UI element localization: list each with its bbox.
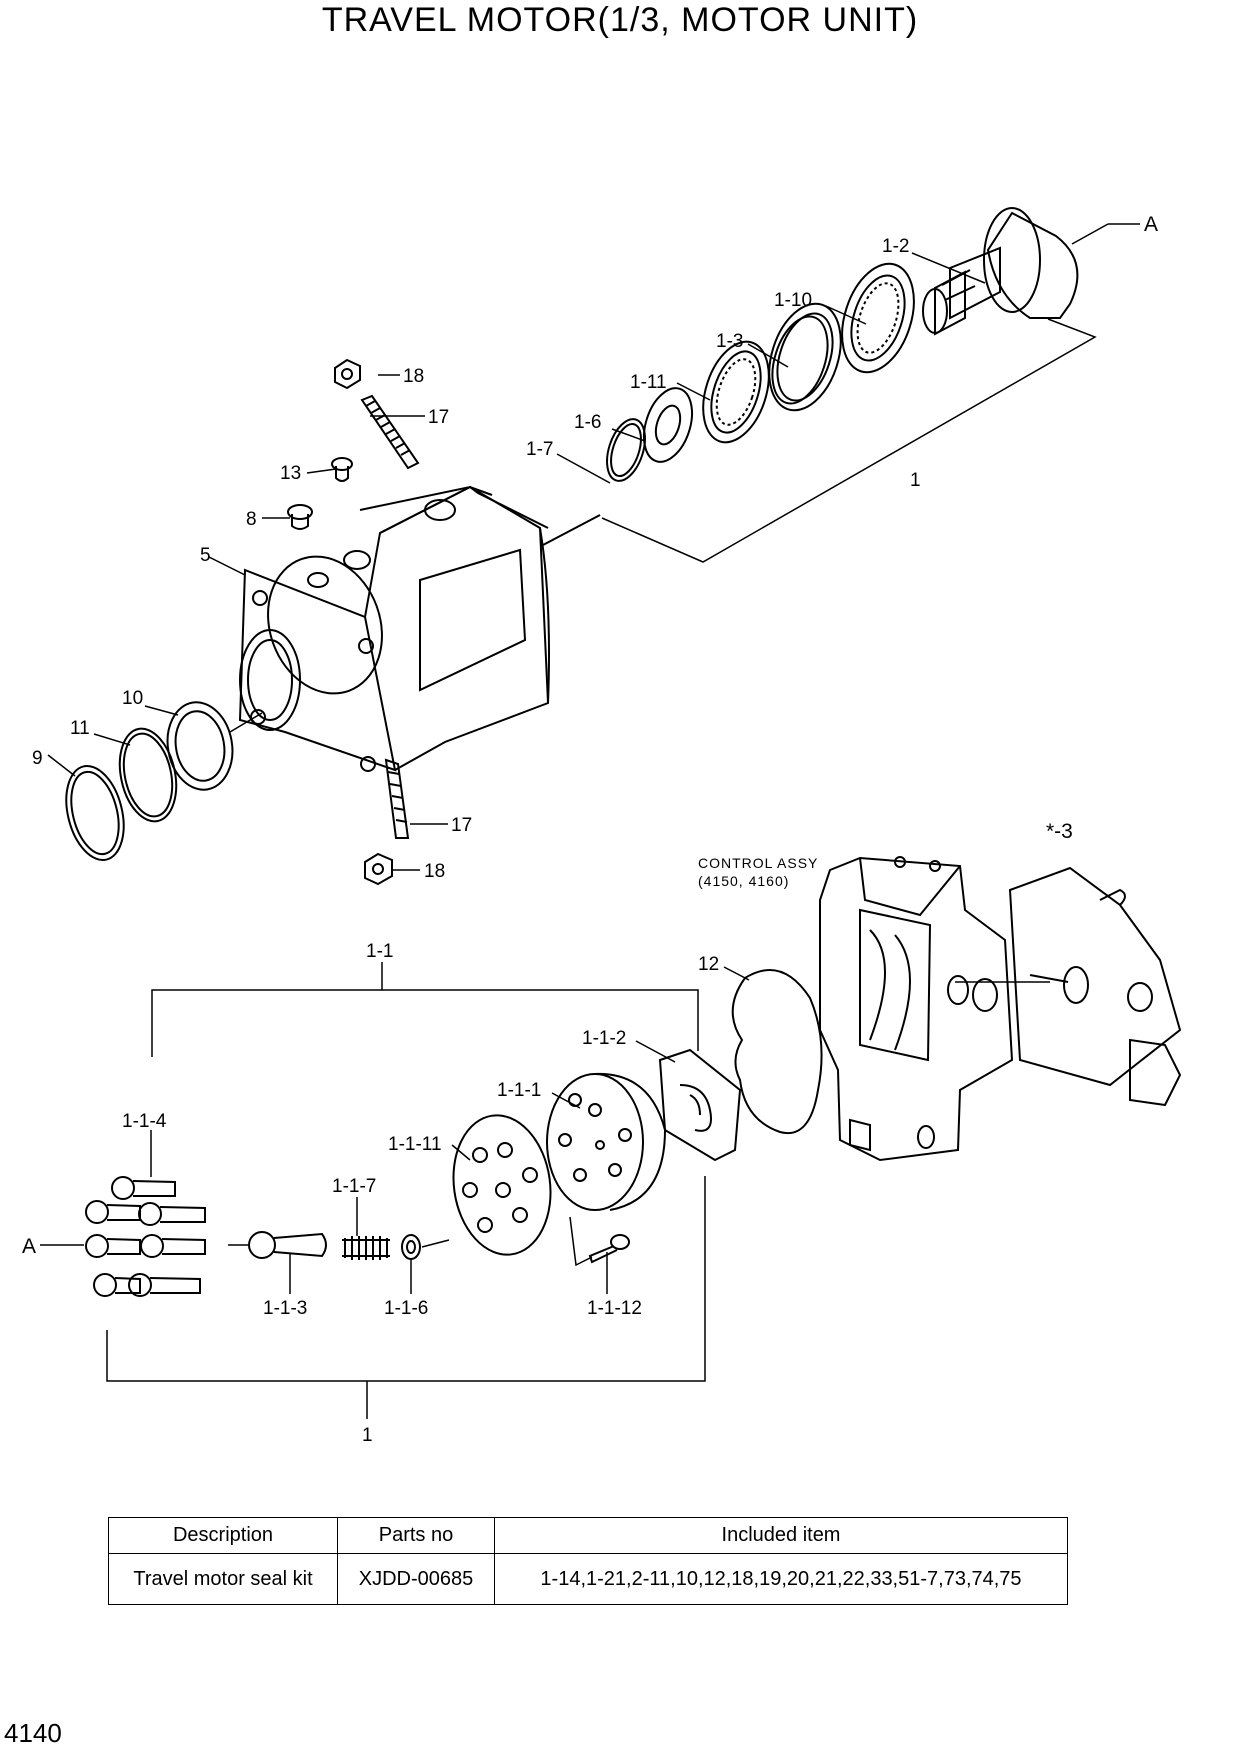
stud-bolt-part <box>384 758 410 839</box>
callout-1-1: 1-1 <box>366 941 393 962</box>
callout-11: 11 <box>70 718 90 739</box>
callout-1-1-1: 1-1-1 <box>497 1080 541 1101</box>
motor-housing-part <box>238 485 601 772</box>
callout-1-6: 1-6 <box>574 412 601 433</box>
page-title: TRAVEL MOTOR(1/3, MOTOR UNIT) <box>321 1 919 39</box>
callout-8: 8 <box>246 509 257 530</box>
callout-control-assy: CONTROL ASSY <box>698 855 818 871</box>
callout-1-1-4: 1-1-4 <box>122 1111 167 1132</box>
callout-13: 13 <box>280 463 301 484</box>
valve-plate-part <box>658 1048 742 1162</box>
callout-1-11: 1-11 <box>630 372 667 393</box>
callout-a-top: A <box>1144 213 1158 236</box>
gasket-part <box>731 969 823 1135</box>
header-description: Description <box>108 1517 338 1554</box>
bearing-part <box>702 340 770 444</box>
callout-1-3: 1-3 <box>716 331 743 352</box>
plug-part <box>287 504 313 530</box>
washer-part <box>643 387 693 463</box>
control-assembly-part <box>819 856 1182 1162</box>
callout-18-bottom: 18 <box>424 861 445 882</box>
seal-part <box>768 302 842 412</box>
callout-1-1-3: 1-1-3 <box>263 1298 307 1319</box>
callout-1-1-2: 1-1-2 <box>582 1028 626 1049</box>
callout-1-1-11: 1-1-11 <box>388 1134 442 1155</box>
callout-1-1-7: 1-1-7 <box>332 1176 376 1197</box>
callout-star-3: *-3 <box>1046 820 1073 843</box>
stud-bolt-part <box>360 394 420 470</box>
piston-set-part <box>85 1176 206 1297</box>
header-included-item: Included item <box>494 1517 1068 1554</box>
callout-1-10: 1-10 <box>774 290 812 311</box>
callout-1-1-6: 1-1-6 <box>384 1298 428 1319</box>
callout-1-1-12: 1-1-12 <box>587 1298 642 1319</box>
callout-1-7: 1-7 <box>526 439 553 460</box>
callout-control-models: (4150, 4160) <box>698 873 789 889</box>
snap-ring-part <box>606 418 646 482</box>
output-shaft-part <box>922 207 1079 336</box>
header-parts-no: Parts no <box>337 1517 495 1554</box>
bearing-part <box>841 262 915 374</box>
callout-1-bottom: 1 <box>362 1425 373 1446</box>
cell-included-item: 1-14,1-21,2-11,10,12,18,19,20,21,22,33,5… <box>494 1553 1068 1605</box>
table-header-row: Description Parts no Included item <box>108 1517 1068 1554</box>
callout-18-top: 18 <box>403 366 424 387</box>
callout-1-top: 1 <box>910 470 921 491</box>
leader-lines <box>40 223 1140 1419</box>
cell-description: Travel motor seal kit <box>108 1553 338 1605</box>
seal-kit-table: Description Parts no Included item Trave… <box>108 1517 1068 1605</box>
page-number: 4140 <box>4 1718 62 1748</box>
callout-10: 10 <box>122 688 143 709</box>
retainer-plate-part <box>452 1114 552 1256</box>
callout-a-left: A <box>22 1235 36 1258</box>
plug-part <box>331 457 353 482</box>
callout-5: 5 <box>200 545 211 566</box>
callout-1-2: 1-2 <box>882 236 909 257</box>
hex-nut-part <box>364 852 393 886</box>
piston-part <box>248 1231 327 1259</box>
callout-12: 12 <box>698 954 719 975</box>
o-ring-part <box>118 727 178 823</box>
callout-17-top: 17 <box>428 407 449 428</box>
callout-17-bottom: 17 <box>451 815 472 836</box>
washer-part <box>401 1234 421 1260</box>
spring-part <box>342 1236 390 1260</box>
cell-parts-no: XJDD-00685 <box>337 1553 495 1605</box>
table-row: Travel motor seal kit XJDD-00685 1-14,1-… <box>108 1553 1068 1605</box>
callout-9: 9 <box>32 748 43 769</box>
screw-part <box>588 1234 630 1264</box>
cylinder-block-part <box>546 1072 667 1211</box>
snap-ring-part <box>65 764 125 862</box>
hex-nut-part <box>334 358 361 390</box>
